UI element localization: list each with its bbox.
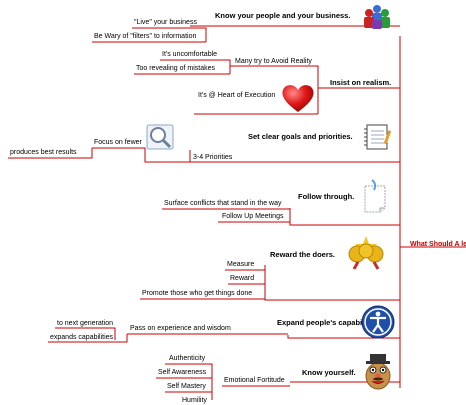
magnifier-icon [146, 124, 174, 150]
gold-coins-icon [348, 236, 384, 270]
branch-child[interactable]: "Live" your business [134, 19, 197, 26]
branch-title[interactable]: Expand people's capabilities. [277, 318, 382, 327]
branch-child[interactable]: Self Mastery [167, 383, 206, 390]
branch-title[interactable]: Follow through. [298, 192, 355, 201]
branch-child[interactable]: Self Awareness [158, 369, 207, 376]
branch-child[interactable]: Surface conflicts that stand in the way [164, 200, 282, 207]
branch-child[interactable]: expands capabilities [50, 334, 114, 341]
branch-child[interactable]: to next generation [57, 320, 114, 327]
heart-icon [282, 85, 314, 112]
branch-title[interactable]: Insist on realism. [330, 78, 392, 87]
branch-child[interactable]: Pass on experience and wisdom [130, 325, 231, 332]
potato-head-icon [365, 354, 391, 390]
notebook-icon [364, 124, 392, 150]
root-topic[interactable]: What Should A le [410, 241, 466, 248]
branch-child[interactable]: produces best results [10, 149, 77, 156]
branch-child[interactable]: Measure [227, 261, 255, 268]
branch-child[interactable]: It's uncomfortable [162, 51, 218, 58]
branch-child[interactable]: It's @ Heart of Execution [198, 92, 276, 99]
branch-title[interactable]: Reward the doers. [270, 250, 336, 259]
branch-child[interactable]: Emotional Fortitude [224, 377, 285, 384]
branch-title[interactable]: Know your people and your business. [215, 11, 351, 20]
sticky-note-icon [364, 179, 386, 213]
branch-child[interactable]: Humility [182, 397, 207, 404]
branch-child[interactable]: Promote those who get things done [142, 290, 253, 297]
accessibility-icon [361, 305, 395, 339]
branch-title[interactable]: Know yourself. [302, 368, 356, 377]
branch-child[interactable]: Follow Up Meetings [222, 213, 284, 220]
people-icon [364, 5, 390, 29]
branch-child[interactable]: Reward [230, 275, 255, 282]
branch-child[interactable]: Be Wary of "filters" to information [94, 33, 197, 40]
branch-child[interactable]: Many try to Avoid Reality [235, 58, 312, 65]
branch-title[interactable]: Set clear goals and priorities. [248, 132, 353, 141]
branch-child[interactable]: Authenticity [169, 355, 206, 362]
branch-child[interactable]: Too revealing of mistakes [136, 65, 215, 72]
branch-child[interactable]: Focus on fewer [94, 139, 142, 146]
branch-child[interactable]: 3-4 Priorities [193, 154, 233, 161]
